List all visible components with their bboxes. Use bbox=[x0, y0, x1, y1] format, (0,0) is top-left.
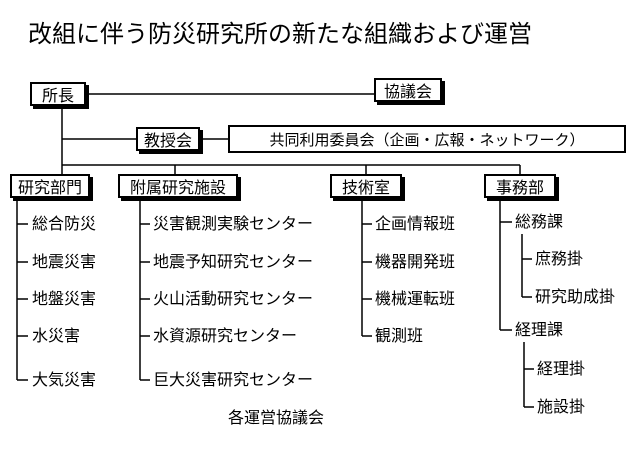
council-box: 協議会 bbox=[374, 78, 442, 102]
diagram-title: 改組に伴う防災研究所の新たな組織および運営 bbox=[28, 20, 532, 48]
list-item: 火山活動研究センター bbox=[153, 289, 314, 308]
list-item: 地震災害 bbox=[32, 252, 97, 271]
department-box: 附属研究施設 bbox=[118, 174, 238, 198]
joint-committee-label: 共同利用委員会（企画・広報・ネットワーク） bbox=[269, 130, 585, 149]
department-label: 附属研究施設 bbox=[129, 178, 226, 197]
council-label: 協議会 bbox=[383, 82, 432, 101]
department-label: 事務部 bbox=[495, 178, 544, 197]
list-item: 機器開発班 bbox=[375, 252, 456, 271]
faculty-meeting-label: 教授会 bbox=[143, 131, 192, 150]
department-label: 研究部門 bbox=[17, 178, 82, 197]
list-item: 機械運転班 bbox=[375, 289, 456, 308]
list-item: 水資源研究センター bbox=[153, 326, 298, 345]
footer-note: 各運営協議会 bbox=[228, 408, 325, 427]
list-item: 地震予知研究センター bbox=[153, 252, 314, 271]
list-item: 水災害 bbox=[32, 326, 81, 345]
director-box: 所長 bbox=[30, 82, 86, 106]
list-item: 災害観測実験センター bbox=[153, 214, 314, 233]
department-box: 事務部 bbox=[484, 174, 556, 198]
list-item: 企画情報班 bbox=[375, 214, 456, 233]
list-item: 庶務掛 bbox=[535, 249, 584, 268]
list-item: 観測班 bbox=[375, 326, 424, 345]
list-item: 経理掛 bbox=[537, 359, 586, 378]
joint-committee-box: 共同利用委員会（企画・広報・ネットワーク） bbox=[228, 125, 626, 153]
department-box: 技術室 bbox=[330, 174, 402, 198]
list-item: 施設掛 bbox=[537, 397, 586, 416]
group-label: 経理課 bbox=[515, 320, 564, 339]
department-box: 研究部門 bbox=[10, 174, 90, 198]
list-item: 地盤災害 bbox=[32, 289, 97, 308]
list-item: 大気災害 bbox=[32, 370, 97, 389]
director-label: 所長 bbox=[41, 86, 74, 105]
list-item: 総合防災 bbox=[32, 214, 97, 233]
faculty-meeting-box: 教授会 bbox=[136, 127, 200, 151]
group-label: 総務課 bbox=[515, 212, 564, 231]
department-label: 技術室 bbox=[341, 178, 390, 197]
list-item: 巨大災害研究センター bbox=[153, 370, 314, 389]
list-item: 研究助成掛 bbox=[535, 287, 616, 306]
